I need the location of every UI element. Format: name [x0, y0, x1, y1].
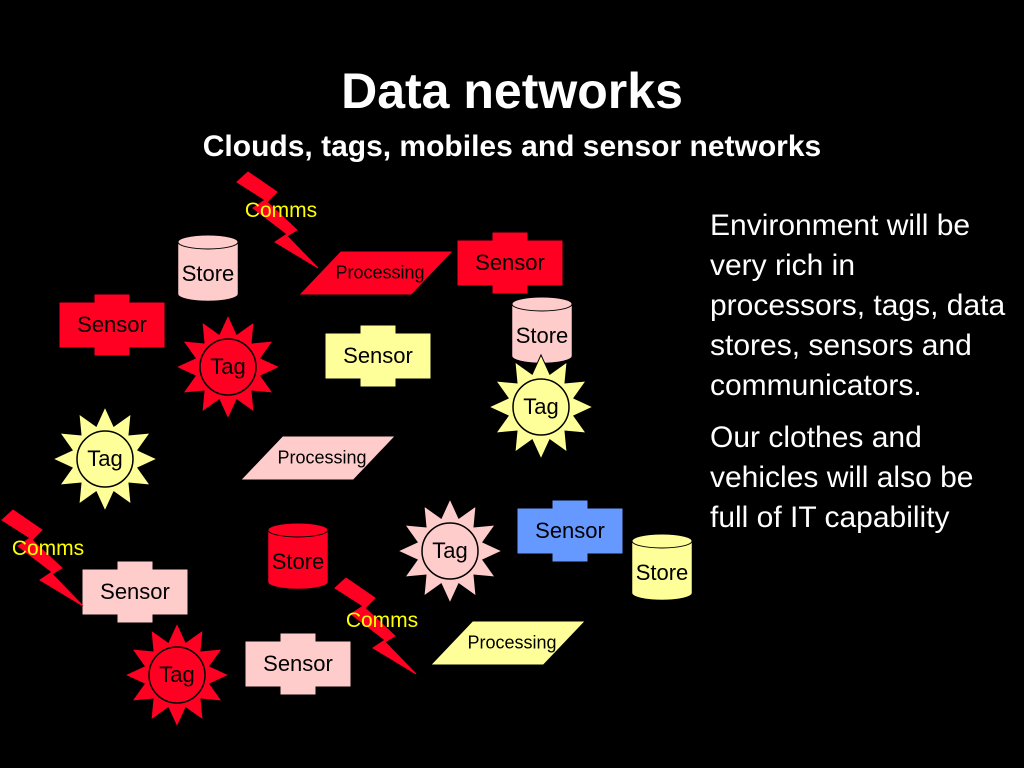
processing-shape	[241, 436, 395, 480]
slide-subtitle: Clouds, tags, mobiles and sensor network…	[202, 130, 822, 163]
sensor-shape	[82, 561, 188, 623]
sensor-label: Sensor	[263, 651, 333, 676]
store-label: Store	[515, 323, 569, 348]
tag-label: Tag	[159, 662, 195, 687]
tag-shape	[174, 313, 282, 421]
sensor-shape	[517, 500, 623, 562]
tag-label: Tag	[87, 446, 123, 471]
comms-label: Comms	[11, 537, 85, 560]
paragraph-clothes-vehicles: Our clothes and vehicles will also be fu…	[710, 421, 974, 534]
description-text: Environment will be very rich in process…	[710, 206, 1010, 550]
comms-shape	[334, 577, 417, 675]
store-shape	[631, 533, 693, 601]
processing-label: Processing	[335, 262, 425, 283]
sensor-shape	[245, 633, 351, 695]
sensor-label: Sensor	[77, 312, 147, 337]
sensor-label: Sensor	[535, 518, 605, 543]
processing-label: Processing	[277, 447, 367, 468]
store-shape	[511, 296, 573, 364]
store-label: Store	[181, 261, 235, 286]
processing-shape	[431, 621, 585, 665]
store-shape	[267, 522, 329, 590]
tag-shape	[51, 405, 159, 513]
tag-label: Tag	[432, 538, 468, 563]
processing-label: Processing	[467, 632, 557, 653]
comms-label: Comms	[345, 609, 419, 632]
tag-shape	[123, 621, 231, 729]
sensor-shape	[325, 325, 431, 387]
processing-shape	[299, 251, 453, 295]
tag-shape	[487, 353, 595, 461]
tag-shape	[396, 497, 504, 605]
store-label: Store	[635, 560, 689, 585]
tag-label: Tag	[210, 354, 246, 379]
store-label: Store	[271, 549, 325, 574]
slide-title: Data networks	[341, 63, 683, 119]
comms-shape	[1, 509, 84, 607]
sensor-label: Sensor	[343, 343, 413, 368]
comms-label: Comms	[244, 199, 318, 222]
comms-shape	[236, 171, 319, 269]
sensor-label: Sensor	[100, 579, 170, 604]
tag-label: Tag	[523, 394, 559, 419]
sensor-label: Sensor	[475, 250, 545, 275]
sensor-shape	[457, 232, 563, 294]
sensor-shape	[59, 294, 165, 356]
paragraph-environment: Environment will be very rich in process…	[710, 209, 1006, 402]
store-shape	[177, 234, 239, 302]
